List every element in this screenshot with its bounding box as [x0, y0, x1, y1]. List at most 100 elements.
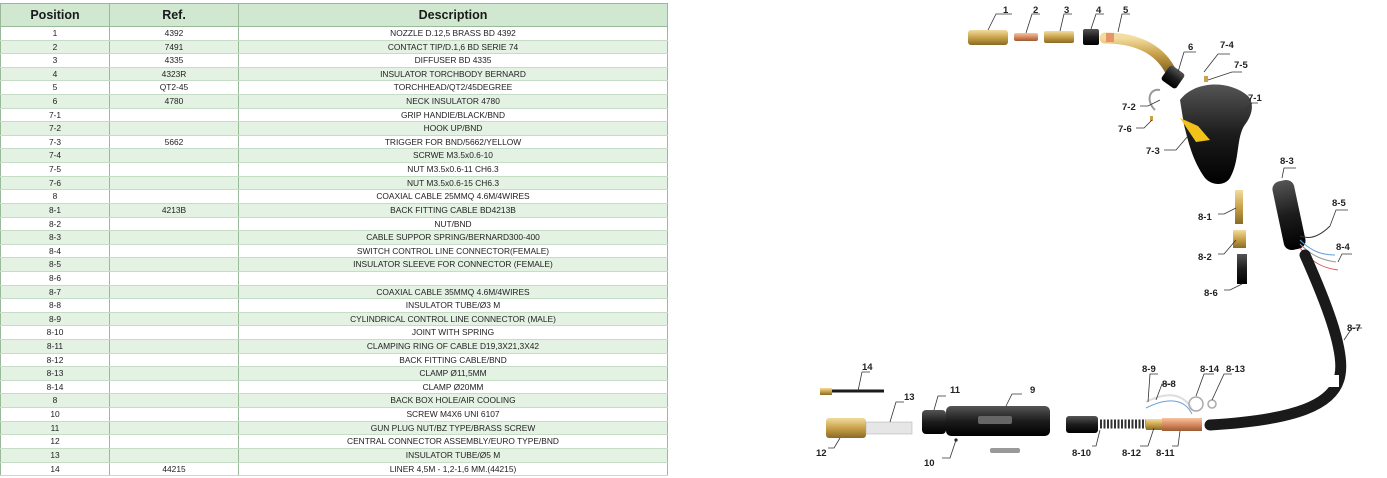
cell-description: CENTRAL CONNECTOR ASSEMBLY/EURO TYPE/BND [238, 434, 668, 449]
cell-ref [109, 380, 239, 395]
cell-description: GUN PLUG NUT/BZ TYPE/BRASS SCREW [238, 421, 668, 436]
part-diffuser [1044, 31, 1074, 43]
cell-description: BACK BOX HOLE/AIR COOLING [238, 393, 668, 409]
label-8-11: 8-11 [1156, 448, 1175, 459]
label-7-2: 7-2 [1122, 102, 1136, 113]
cell-position: 8-1 [0, 203, 110, 218]
header-position: Position [0, 3, 110, 27]
label-8-3: 8-3 [1280, 156, 1294, 167]
cell-ref [109, 353, 239, 368]
part-gun-plug-nut [922, 410, 946, 434]
cell-description: BACK FITTING CABLE BD4213B [238, 203, 668, 218]
cell-ref [109, 244, 239, 259]
cell-ref [109, 421, 239, 436]
part-clamping-ring [1162, 418, 1202, 431]
cell-ref [109, 121, 239, 136]
part-torchhead [1099, 32, 1176, 76]
cell-position: 2 [0, 40, 110, 55]
cell-description: INSULATOR TUBE/Ø5 M [238, 448, 668, 463]
table-row: 8-6 [0, 271, 668, 286]
cell-ref [109, 271, 239, 286]
cell-position: 8-12 [0, 353, 110, 368]
label-5: 5 [1123, 5, 1129, 16]
cell-position: 5 [0, 80, 110, 96]
cell-ref [109, 176, 239, 191]
cell-description: INSULATOR SLEEVE FOR CONNECTOR (FEMALE) [238, 257, 668, 272]
table-row: 8-9 CYLINDRICAL CONTROL LINE CONNECTOR (M… [0, 312, 668, 327]
cell-position: 7-6 [0, 176, 110, 191]
cell-description: NUT M3.5x0.6-11 CH6.3 [238, 162, 668, 177]
cell-position: 6 [0, 94, 110, 109]
part-hook [1148, 88, 1161, 111]
part-insulator-tube-5 [865, 421, 913, 435]
label-8-12: 8-12 [1122, 448, 1141, 459]
cell-ref [109, 448, 239, 463]
cell-description: CABLE SUPPOR SPRING/BERNARD300-400 [238, 230, 668, 245]
cell-ref [109, 434, 239, 449]
cell-description: LINER 4,5M - 1,2-1,6 MM.(44215) [238, 462, 668, 477]
cell-ref [109, 366, 239, 381]
label-8-9: 8-9 [1142, 364, 1156, 375]
cell-ref [109, 108, 239, 123]
cell-description: NOZZLE D.12,5 BRASS BD 4392 [238, 26, 668, 41]
cell-ref: 4323R [109, 67, 239, 82]
part-insulator-tube [1145, 394, 1193, 411]
part-contact-tip [1014, 33, 1038, 41]
label-2: 2 [1033, 5, 1038, 16]
cell-position: 7-1 [0, 108, 110, 123]
cell-position: 8-3 [0, 230, 110, 245]
cell-description: COAXIAL CABLE 25MMQ 4.6M/4WIRES [238, 189, 668, 204]
cell-position: 8-9 [0, 312, 110, 327]
cell-ref [109, 339, 239, 354]
cell-position: 7-2 [0, 121, 110, 136]
cell-position: 11 [0, 421, 110, 436]
cell-position: 8-7 [0, 285, 110, 300]
label-8-6: 8-6 [1204, 288, 1218, 299]
table-row: 8-12 BACK FITTING CABLE/BND [0, 353, 668, 368]
label-8-7: 8-7 [1347, 323, 1361, 334]
part-neck-insulator [1161, 65, 1185, 89]
cell-description: CYLINDRICAL CONTROL LINE CONNECTOR (MALE… [238, 312, 668, 327]
part-back-fitting [1235, 190, 1243, 224]
part-insulator-torchbody [1083, 29, 1099, 45]
label-8-5: 8-5 [1332, 198, 1346, 209]
cell-description: BACK FITTING CABLE/BND [238, 353, 668, 368]
cell-ref [109, 189, 239, 204]
cell-ref: 4213B [109, 203, 239, 218]
cell-description [238, 271, 668, 286]
label-8-13: 8-13 [1226, 364, 1245, 375]
cell-description: TORCHHEAD/QT2/45DEGREE [238, 80, 668, 96]
label-10: 10 [924, 458, 935, 469]
part-trigger [1180, 118, 1210, 142]
cell-description: INSULATOR TUBE/Ø3 M [238, 298, 668, 313]
label-8-2: 8-2 [1198, 252, 1212, 263]
label-8-4: 8-4 [1336, 242, 1350, 253]
cell-position: 8-11 [0, 339, 110, 354]
cell-position: 8-10 [0, 325, 110, 341]
cell-position: 1 [0, 26, 110, 41]
header-ref: Ref. [109, 3, 239, 27]
cell-ref [109, 407, 239, 422]
cell-position: 10 [0, 407, 110, 422]
part-nut-bnd [1233, 230, 1246, 248]
cell-description: SCREW M4X6 UNI 6107 [238, 407, 668, 422]
cell-ref: QT2-45 [109, 80, 239, 96]
cell-ref [109, 230, 239, 245]
cell-ref: 4335 [109, 53, 239, 68]
label-7-4: 7-4 [1220, 40, 1234, 51]
